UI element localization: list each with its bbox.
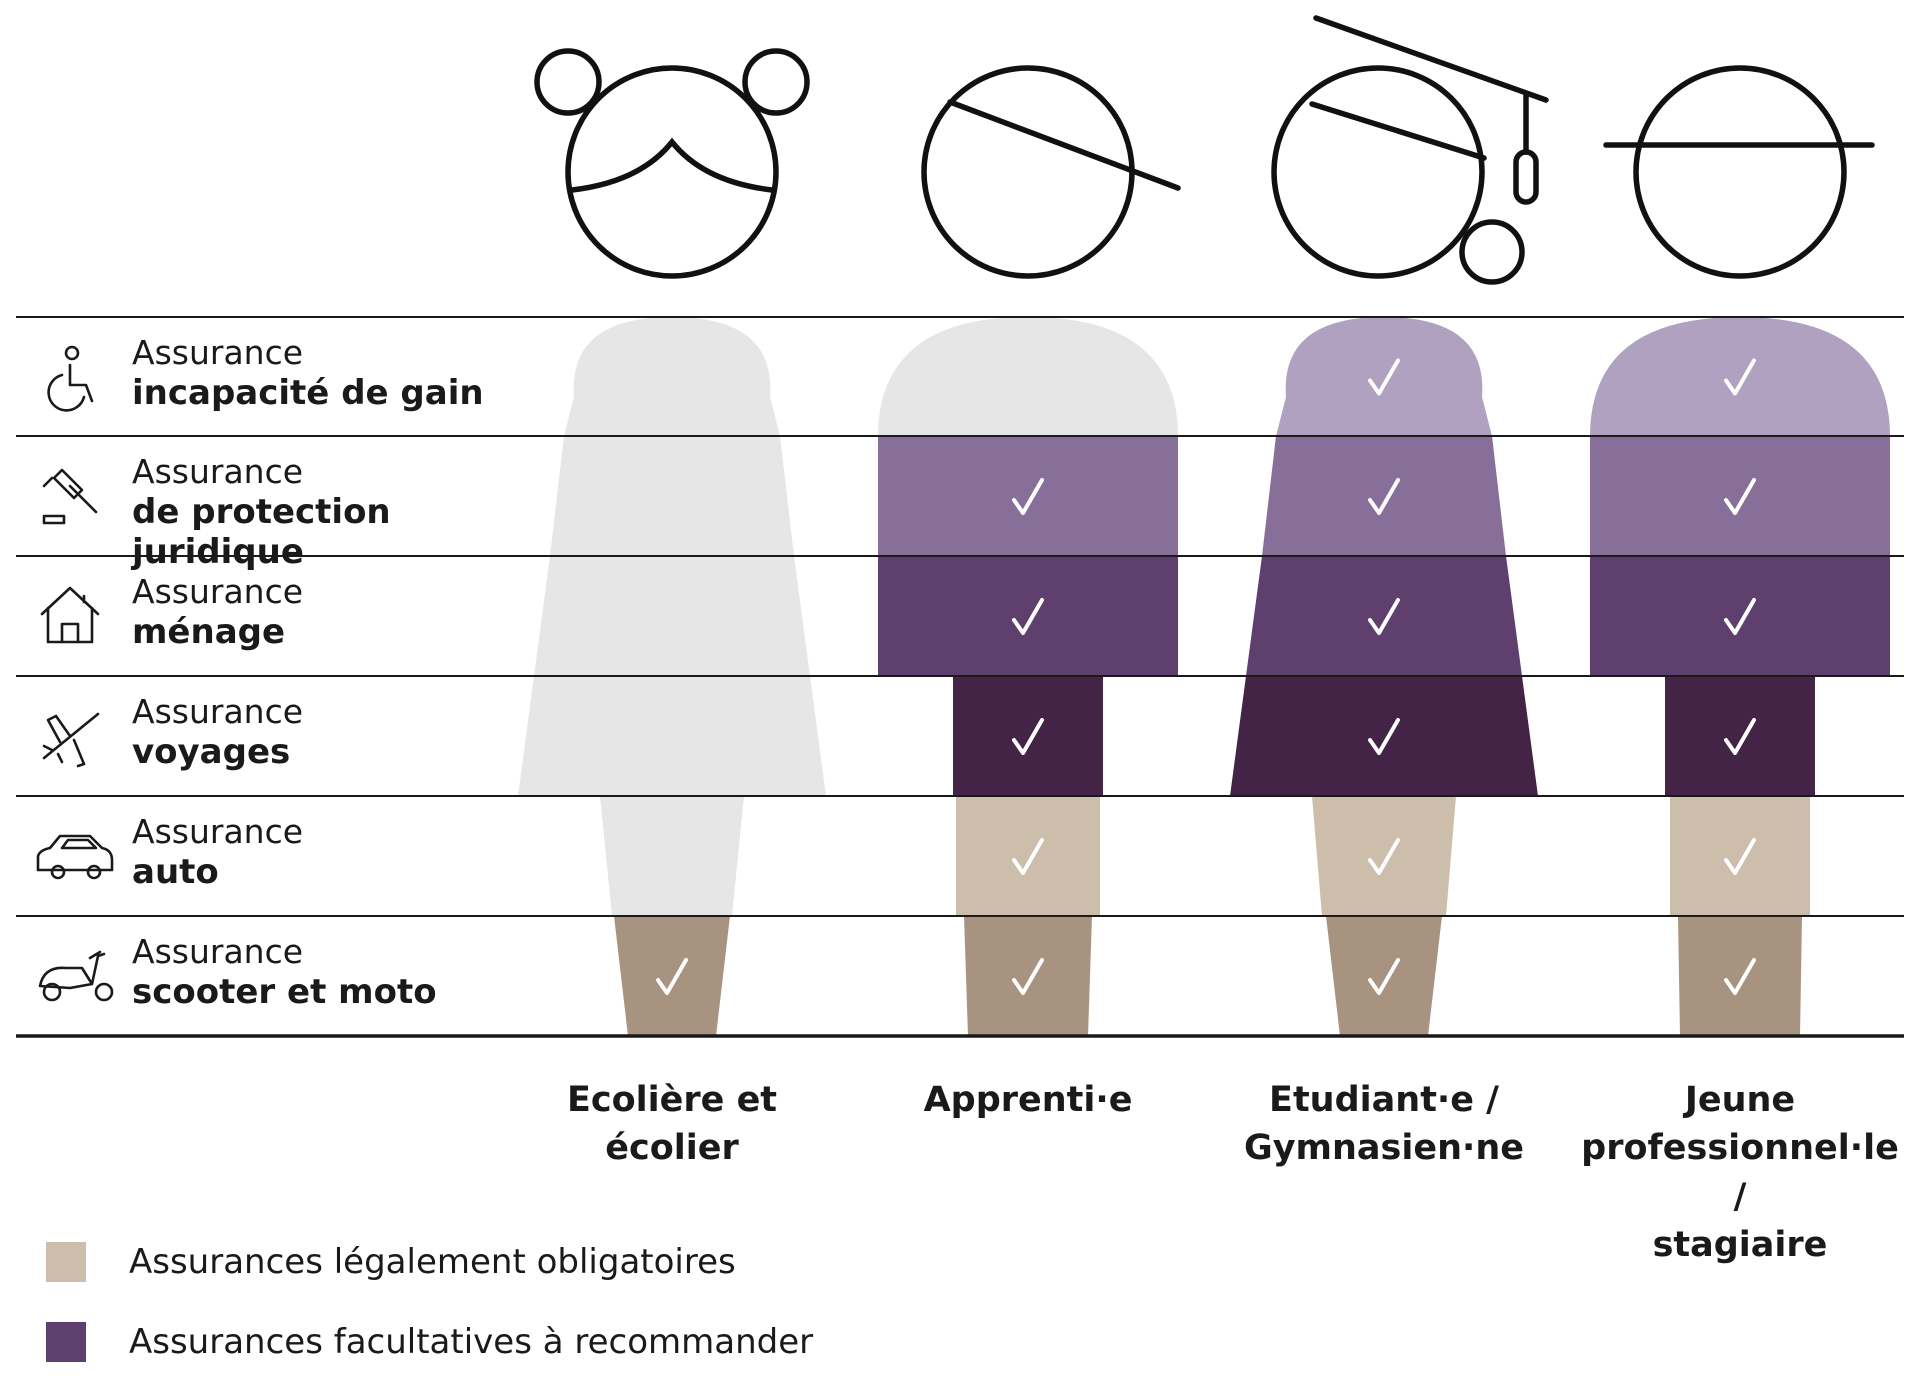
column-label-line: Gymnasien·ne — [1244, 1128, 1524, 1169]
legend-swatch — [46, 1242, 86, 1282]
cell-1-0 — [878, 317, 1178, 437]
legend-label: Assurances légalement obligatoires — [129, 1242, 736, 1282]
check-icon — [1368, 718, 1400, 755]
column-label: Jeune professionnel·le / stagiaire — [1570, 1076, 1910, 1269]
cell-0-0 — [564, 317, 780, 436]
check-icon — [1012, 958, 1044, 995]
check-icon — [1012, 718, 1044, 755]
column-label-line: stagiaire — [1652, 1224, 1828, 1265]
row-label-line2: auto — [132, 851, 219, 892]
cell-1-2 — [878, 556, 1178, 676]
check-icon — [1724, 478, 1756, 515]
cell-0-1 — [550, 436, 794, 556]
cell-2-0 — [1276, 317, 1492, 436]
check-icon — [1368, 838, 1400, 875]
check-icon — [1368, 358, 1400, 396]
row-label-line2: ménage — [132, 611, 286, 652]
row-label-line1: Assurance — [132, 572, 304, 611]
check-icon — [1724, 718, 1756, 755]
cell-0-2 — [534, 556, 810, 676]
check-icon — [1724, 598, 1756, 635]
cell-0-5 — [614, 916, 730, 1036]
row-icons — [36, 345, 114, 1002]
row-label-line1: Assurance — [132, 692, 304, 731]
row-label-line1: Assurance — [132, 932, 304, 971]
house-icon — [40, 586, 100, 644]
column-label-line: professionnel·le / — [1581, 1128, 1899, 1217]
legend-label: Assurances facultatives à recommander — [129, 1322, 814, 1362]
side-part-face-icon — [921, 65, 1181, 279]
row-label-line1: Assurance — [132, 452, 304, 491]
cell-3-5 — [1678, 916, 1802, 1036]
check-icon — [656, 958, 688, 995]
cell-2-2 — [1246, 556, 1522, 676]
column-label-line: Jeune — [1684, 1080, 1796, 1120]
column-label-line: Etudiant·e / — [1269, 1080, 1499, 1120]
cell-2-4 — [1312, 796, 1456, 916]
wheelchair-icon — [47, 345, 94, 412]
cell-3-1 — [1590, 436, 1890, 556]
row-label-line2: incapacité de gain — [132, 372, 484, 413]
scooter-icon — [38, 950, 114, 1002]
column-label: Apprenti·e — [858, 1076, 1198, 1124]
column-label: Etudiant·e / Gymnasien·ne — [1214, 1076, 1554, 1173]
cell-3-3 — [1665, 676, 1815, 796]
row-label-line1: Assurance — [132, 812, 304, 851]
check-icon — [1724, 958, 1756, 995]
row-label-line1: Assurance — [132, 333, 304, 372]
column-label-line: Ecolière et écolier — [566, 1080, 778, 1169]
grid-lines — [16, 316, 1904, 1038]
row-label-line2: voyages — [132, 731, 291, 772]
car-icon — [36, 834, 114, 880]
cell-2-5 — [1326, 916, 1442, 1036]
legend-swatch — [46, 1322, 86, 1362]
cell-3-0 — [1590, 317, 1890, 437]
check-icon — [1368, 478, 1400, 515]
check-icon — [1012, 478, 1044, 515]
glasses-face-icon — [1603, 65, 1875, 279]
check-icon — [1012, 838, 1044, 875]
check-icon — [1724, 838, 1756, 875]
check-icon — [1012, 598, 1044, 635]
row-label-line2: scooter et moto — [132, 971, 437, 1012]
gavel-icon — [42, 468, 98, 525]
pigtails-face-icon — [534, 48, 810, 279]
cell-2-1 — [1262, 436, 1506, 556]
cell-0-3 — [518, 676, 826, 796]
column-label-line: Apprenti·e — [923, 1080, 1133, 1120]
column-avatars — [534, 15, 1875, 285]
coverage-shapes — [518, 317, 1890, 1036]
cell-1-1 — [878, 436, 1178, 556]
row-label-line2: de protection juridique — [132, 491, 391, 573]
cell-1-5 — [964, 916, 1092, 1036]
cell-3-4 — [1670, 796, 1810, 916]
check-icon — [1368, 598, 1400, 635]
airplane-icon — [42, 712, 100, 768]
graduation-cap-face-icon — [1271, 15, 1549, 285]
cell-0-4 — [600, 796, 744, 916]
check-icon — [1724, 358, 1756, 396]
cell-1-4 — [956, 796, 1100, 916]
cell-2-3 — [1230, 676, 1538, 796]
cell-3-2 — [1590, 556, 1890, 676]
check-icon — [1368, 958, 1400, 995]
column-label: Ecolière et écolier — [502, 1076, 842, 1173]
cell-1-3 — [953, 676, 1103, 796]
